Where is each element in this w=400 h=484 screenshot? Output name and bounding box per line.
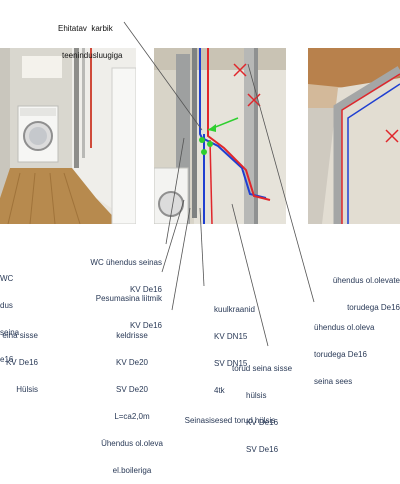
label-line: WC bbox=[0, 274, 14, 283]
label-line: KV De16 bbox=[129, 285, 162, 294]
label-line: teenindusluugiga bbox=[62, 51, 123, 60]
label-ball-valves: kuulkraanid KV DN15 SV DN15 4tk bbox=[214, 287, 255, 404]
label-line: eina sisse bbox=[2, 331, 38, 340]
label-into-wall-cut: eina sisse KV De16 Hülsis bbox=[0, 313, 38, 403]
label-wc-connection-cut: WC dus seina e16 bbox=[0, 256, 19, 373]
label-line: SV De16 bbox=[246, 445, 279, 454]
label-line: KV De20 bbox=[115, 358, 149, 367]
label-line: torudega De16 bbox=[314, 350, 367, 359]
photo-pipe-installation bbox=[154, 48, 286, 224]
label-line: hülsis bbox=[246, 391, 267, 400]
label-wc-connection: WC ühendus seinas KV De16 bbox=[40, 240, 162, 303]
photo-existing-pipes bbox=[308, 48, 400, 224]
label-line: SV DN15 bbox=[214, 359, 248, 368]
label-existing-pipes-connection: ühendus ol.olevate torudega De16 bbox=[300, 258, 400, 321]
label-line: 4tk bbox=[214, 386, 225, 395]
label-line: Hülsis bbox=[16, 385, 38, 394]
label-line: kuulkraanid bbox=[214, 305, 255, 314]
leader-lines bbox=[123, 21, 315, 347]
label-box-with-hatch: Ehitatav karbik teenindusluugiga bbox=[58, 6, 123, 69]
label-in-wall-pipes: Seinasisesed torud hülsis bbox=[150, 398, 310, 434]
label-line: Seinasisesed torud hülsis bbox=[184, 416, 276, 425]
label-line: ühendus ol.oleva bbox=[314, 323, 375, 332]
label-line: keldrisse bbox=[116, 331, 148, 340]
label-washer-fitting: Pesumasina liitmik KV De16 bbox=[40, 276, 162, 339]
label-line: KV De16 bbox=[129, 321, 162, 330]
label-line: SV De20 bbox=[115, 385, 149, 394]
label-line: torudega De16 bbox=[347, 303, 400, 312]
label-line: WC ühendus seinas bbox=[90, 258, 162, 267]
label-line: seina bbox=[0, 328, 20, 337]
label-line: KV DN15 bbox=[214, 332, 248, 341]
label-line: Ehitatav karbik bbox=[58, 24, 113, 33]
label-existing-connection: ühendus ol.oleva torudega De16 seina see… bbox=[314, 305, 375, 395]
label-line: Ühendus ol.oleva bbox=[101, 439, 163, 448]
label-line: seina sees bbox=[314, 377, 353, 386]
label-line: el.boileriga bbox=[112, 466, 152, 475]
label-line: torud seina sisse bbox=[232, 364, 293, 373]
label-line: KV De16 bbox=[5, 358, 38, 367]
photo-wc-room bbox=[0, 48, 136, 224]
label-line: dus bbox=[0, 301, 13, 310]
label-line: ühendus ol.olevate bbox=[332, 276, 400, 285]
label-line: e16 bbox=[0, 355, 14, 364]
label-line: Pesumasina liitmik bbox=[95, 294, 162, 303]
